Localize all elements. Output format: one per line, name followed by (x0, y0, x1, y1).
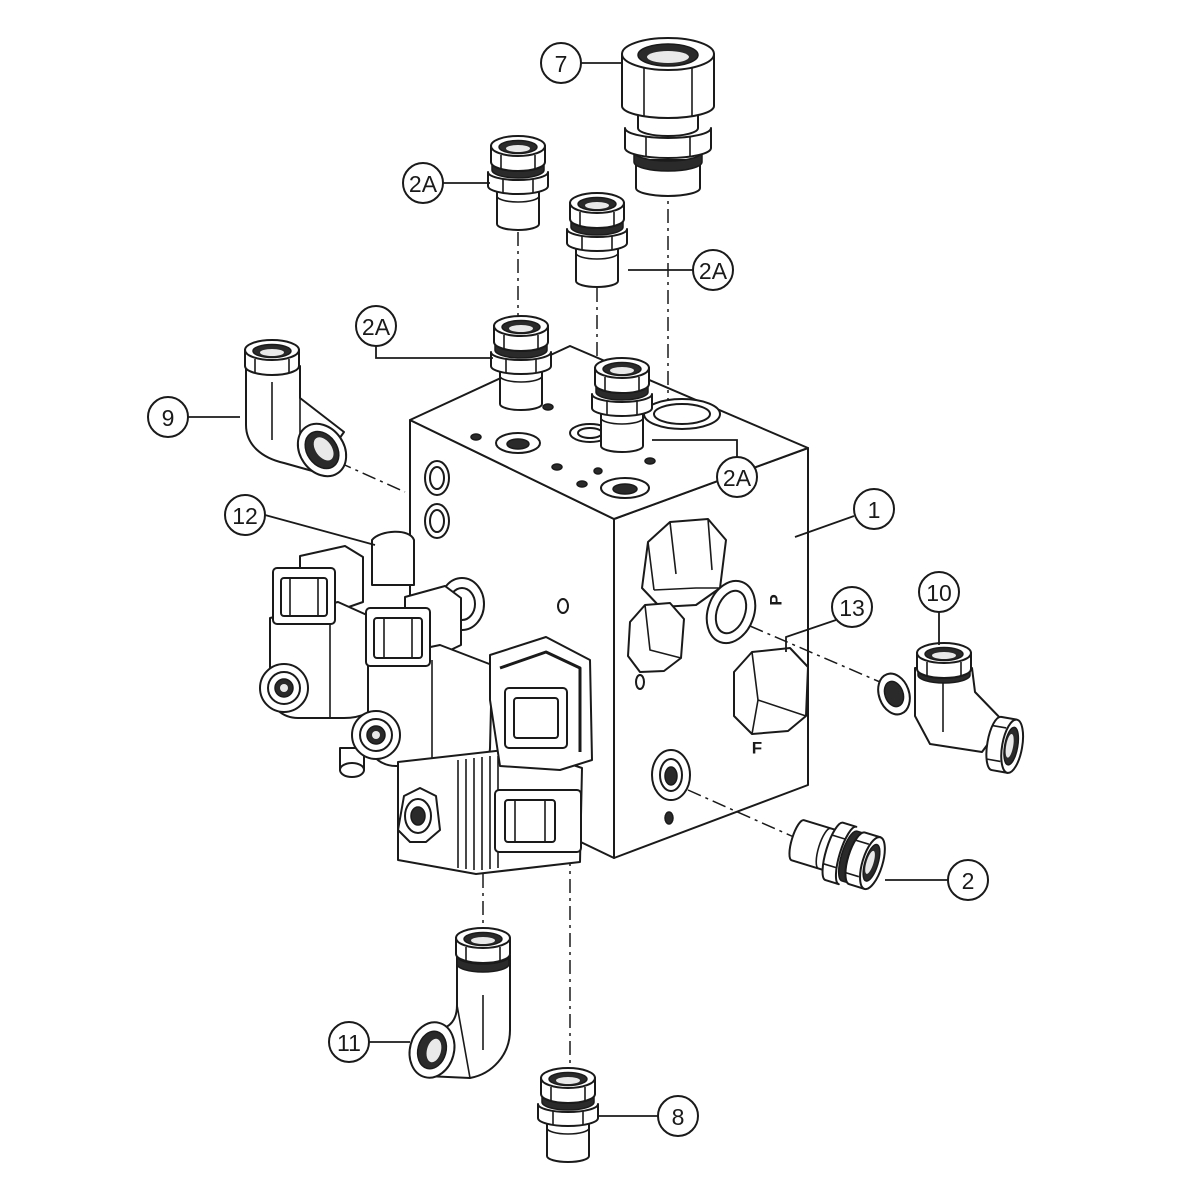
callout-8: 8 (657, 1095, 699, 1137)
top-face-ports (470, 398, 721, 499)
callout-10: 10 (918, 571, 960, 613)
svg-text:2A: 2A (362, 314, 391, 340)
solenoid-coil-a (259, 545, 379, 719)
seal-washer (705, 579, 757, 645)
fitting-7 (621, 37, 715, 197)
svg-text:2A: 2A (409, 171, 438, 197)
fitting-8 (538, 1068, 598, 1162)
port-marking-f: F (752, 739, 762, 758)
callout-11: 11 (328, 1021, 370, 1063)
svg-text:2: 2 (962, 868, 975, 894)
svg-text:10: 10 (926, 580, 952, 606)
port-marking-p: P (767, 594, 786, 605)
callout-1: 1 (853, 488, 895, 530)
svg-text:8: 8 (672, 1104, 685, 1130)
fitting-2a-middle (491, 316, 551, 410)
tee-fitting-10 (877, 642, 1028, 776)
callout-9: 9 (147, 396, 189, 438)
fitting-2a-right (567, 193, 627, 287)
callout-2a-lower: 2A (716, 456, 758, 498)
center-lines (337, 182, 881, 1066)
elbow-fitting-9 (244, 339, 348, 478)
callout-2a-top: 2A (402, 162, 444, 204)
callout-13: 13 (831, 586, 873, 628)
small-hex-plug (627, 602, 685, 673)
callout-7: 7 (540, 42, 582, 84)
svg-text:11: 11 (337, 1030, 361, 1056)
elbow-fitting-11 (408, 927, 511, 1079)
svg-text:2A: 2A (723, 465, 752, 491)
front-face-ports: P F (627, 518, 809, 825)
svg-text:12: 12 (232, 503, 258, 529)
svg-text:2A: 2A (699, 258, 728, 284)
left-face-ports (424, 460, 569, 614)
leader-lines (188, 62, 948, 1117)
fitting-2 (783, 810, 890, 895)
svg-text:7: 7 (555, 51, 568, 77)
hex-plug-f (733, 647, 809, 735)
svg-text:1: 1 (868, 497, 881, 523)
svg-text:13: 13 (839, 595, 865, 621)
cooling-fins (457, 756, 499, 870)
callouts: 7 2A 2A 2A 2A 9 12 1 13 10 2 11 8 (147, 42, 989, 1137)
callout-2a-middle: 2A (355, 305, 397, 347)
fitting-2a-lower (592, 358, 652, 452)
callout-12: 12 (224, 494, 266, 536)
solenoid-coil-b (339, 585, 493, 778)
svg-text:9: 9 (162, 405, 175, 431)
callout-2a-right: 2A (692, 249, 734, 291)
callout-2: 2 (947, 859, 989, 901)
gauge-port (651, 749, 691, 801)
solenoid-coil-c (397, 636, 593, 875)
fitting-2a-top (488, 136, 548, 230)
